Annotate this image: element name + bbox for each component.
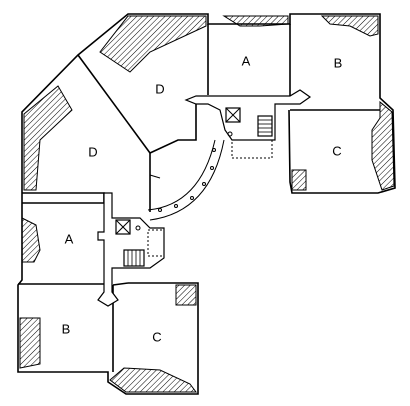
lower-stair <box>123 249 145 267</box>
upper-stair <box>257 115 273 137</box>
unit-label-b-upper: B <box>334 55 343 70</box>
lower-door-swing <box>135 225 141 231</box>
unit-label-d-upper: D <box>155 81 164 96</box>
terrace-c-lower-bottom <box>109 367 197 393</box>
unit-label-c-upper: C <box>332 143 341 158</box>
upper-corridor <box>184 89 312 141</box>
upper-vestibule <box>231 139 273 159</box>
upper-core <box>184 89 312 159</box>
building-outline <box>17 13 396 395</box>
terrace-c-upper-right <box>371 100 395 191</box>
terrace-b-upper-top <box>320 15 379 37</box>
lower-core <box>97 192 165 307</box>
upper-door-swing <box>227 131 233 137</box>
terrace-c-lower-corner <box>175 284 197 306</box>
unit-label-b-lower: B <box>62 321 71 336</box>
terrace-d-upper-top <box>99 15 207 73</box>
terraces <box>19 15 395 393</box>
terrace-b-lower-left <box>19 317 41 369</box>
terrace-a-lower-left <box>21 217 41 263</box>
terrace-c-upper-corner <box>291 169 307 191</box>
unit-label-a-lower: A <box>65 231 74 246</box>
upper-stair-treads <box>258 119 272 133</box>
terrace-d-lower-left <box>23 85 73 191</box>
partitions <box>18 24 380 372</box>
walkway-posts <box>158 148 216 212</box>
curved-walkway <box>147 139 225 221</box>
unit-label-d-lower: D <box>88 144 97 159</box>
lower-vestibule <box>147 229 165 257</box>
terrace-a-upper-top <box>222 15 289 27</box>
lower-stair-treads <box>127 250 141 266</box>
unit-label-a-upper: A <box>242 53 251 68</box>
unit-label-c-lower: C <box>152 329 161 344</box>
unit-labels: A B C D D A B C <box>62 53 343 344</box>
